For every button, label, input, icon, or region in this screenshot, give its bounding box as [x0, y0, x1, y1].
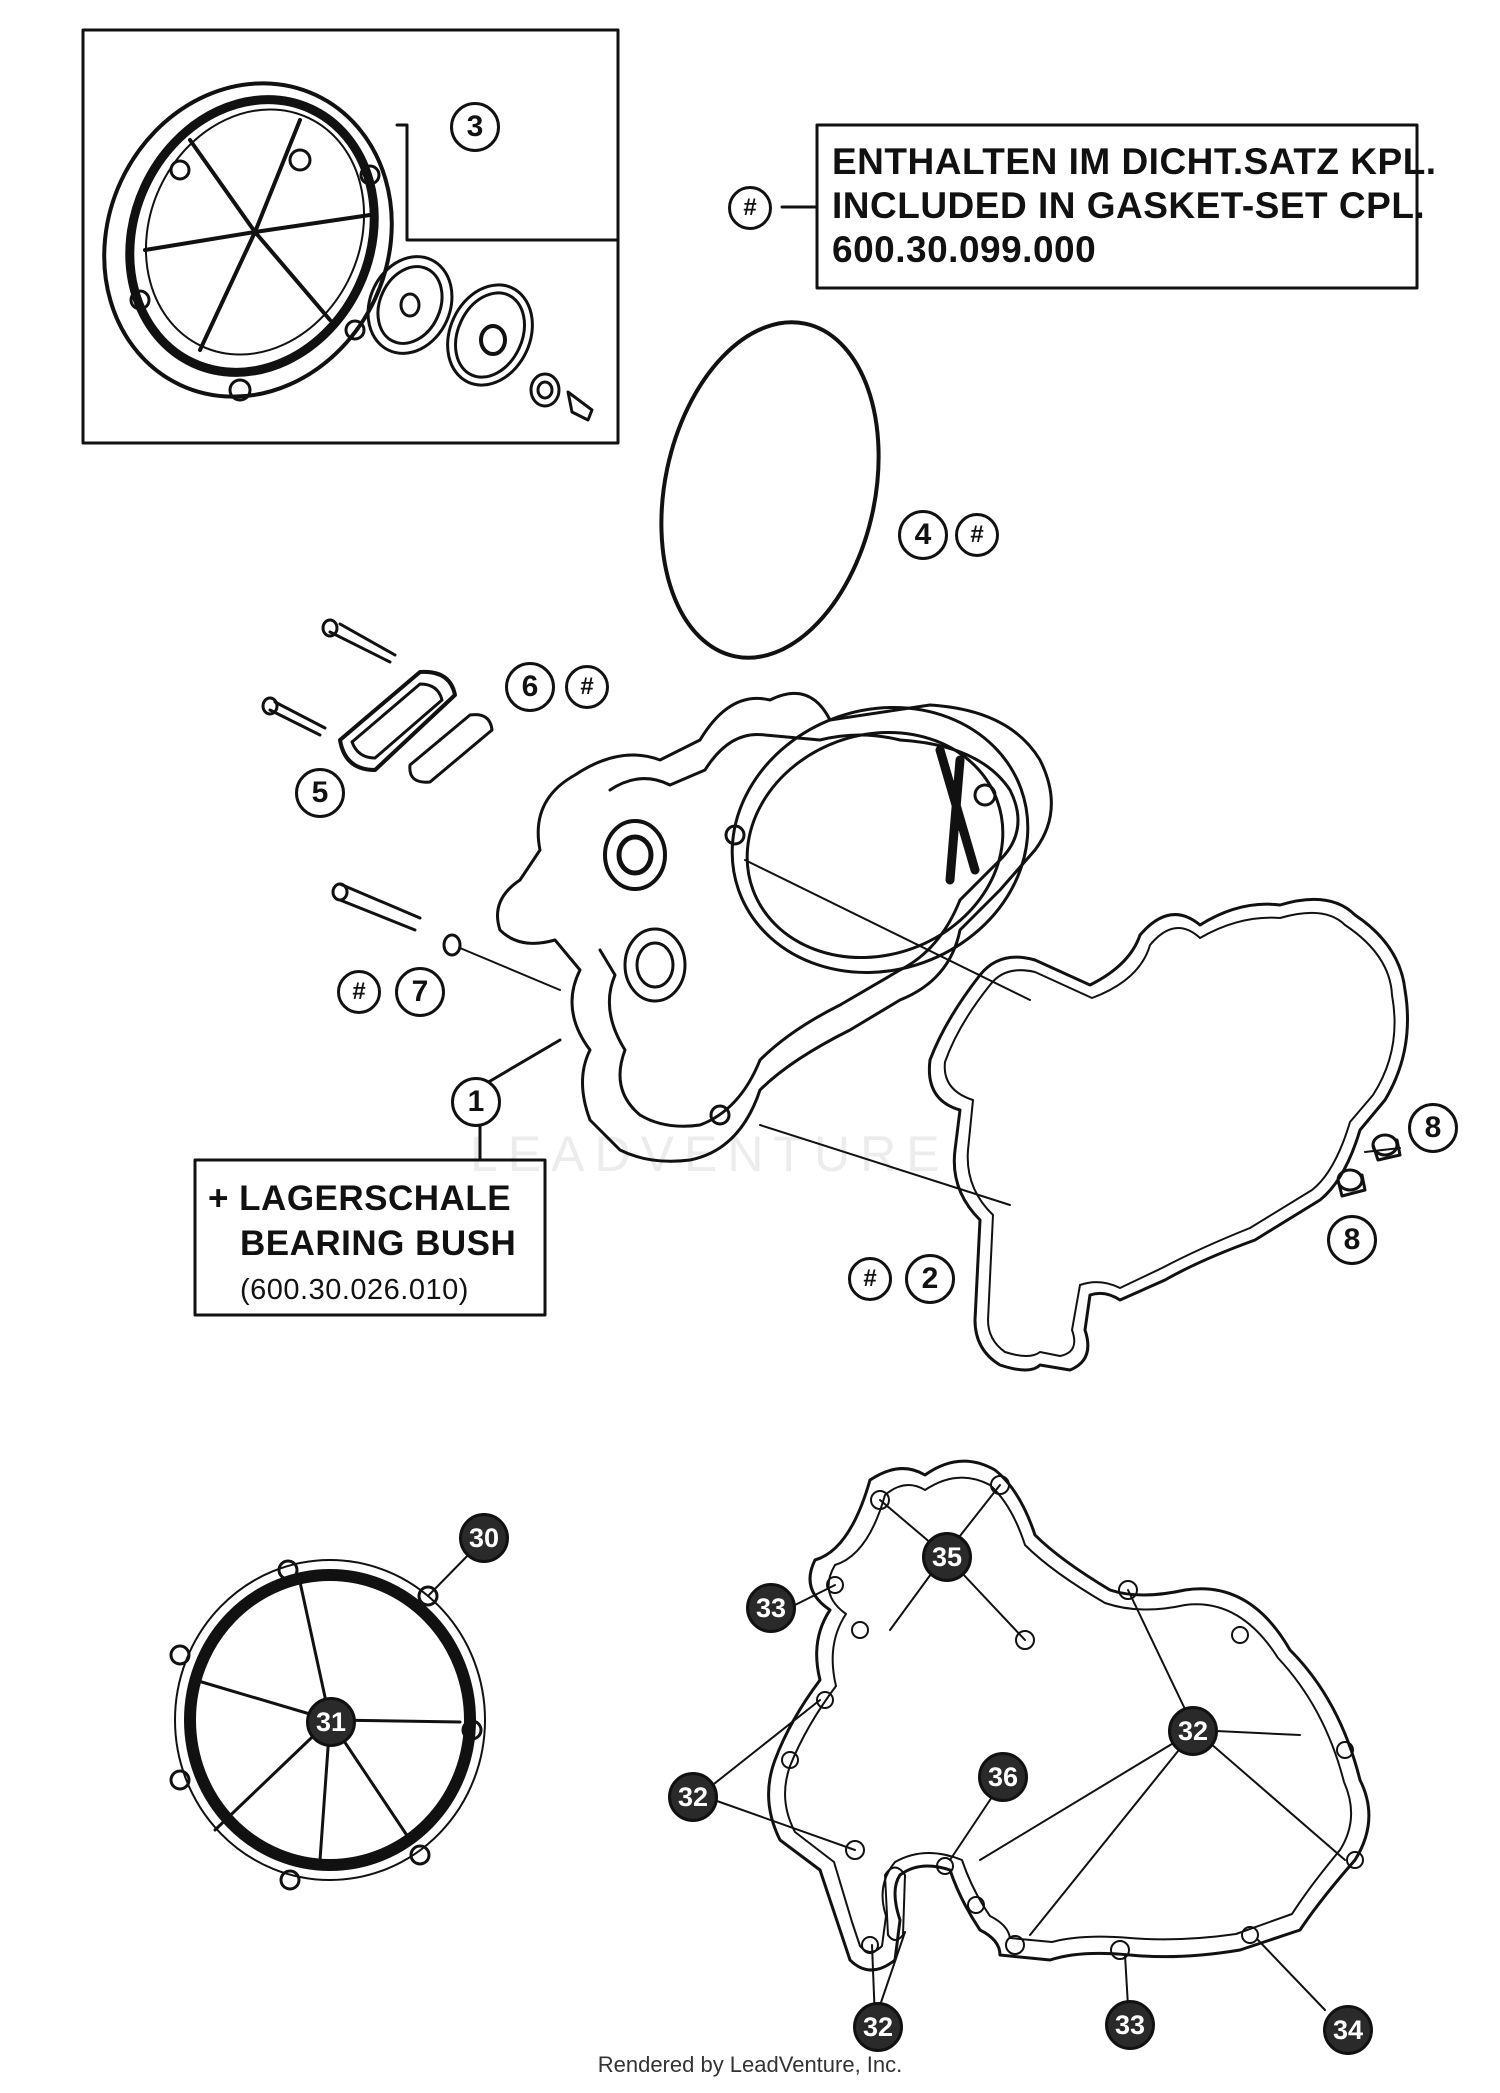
callout-32-left[interactable]: 32 [668, 1772, 718, 1822]
engine-gasket-inner [784, 1476, 1353, 1953]
callout-33-lower[interactable]: 33 [1105, 2000, 1155, 2050]
callout-34[interactable]: 34 [1323, 2005, 1373, 2055]
callout-35[interactable]: 35 [922, 1532, 972, 1582]
callout-6[interactable]: 6 [505, 662, 555, 712]
crankcase-cover-part [496, 691, 1053, 1206]
callout-32-bottom[interactable]: 32 [853, 2002, 903, 2052]
engine-gasket-part [767, 1459, 1371, 1972]
clutch-cover-part [102, 81, 394, 402]
watermark: LEADVENTURE [470, 1126, 950, 1182]
callout-1[interactable]: 1 [451, 1077, 501, 1127]
leader-1 [478, 1038, 562, 1089]
marker-6: # [565, 665, 609, 709]
bearing-line-de: + LAGERSCHALE [208, 1179, 512, 1218]
dowel-parts [1336, 1133, 1402, 1198]
cover-plate-part [261, 618, 494, 784]
callout-5[interactable]: 5 [295, 768, 345, 818]
render-credit: Rendered by LeadVenture, Inc. [597, 2052, 903, 2077]
callout-32-right[interactable]: 32 [1168, 1706, 1218, 1756]
washer-parts [366, 255, 594, 422]
crankcase-gasket-inner [943, 911, 1396, 1357]
callout-8-upper[interactable]: 8 [1408, 1103, 1458, 1153]
bearing-note-frame [193, 1158, 547, 1317]
engine-gasket-leaders [699, 1484, 1346, 2041]
callout-30[interactable]: 30 [459, 1513, 509, 1563]
assembly-3-leader [395, 123, 619, 242]
callout-36[interactable]: 36 [978, 1752, 1028, 1802]
marker-7: # [337, 970, 381, 1014]
o-ring-part [659, 320, 881, 660]
crankcase-gasket-part [927, 897, 1409, 1372]
marker-2: # [848, 1257, 892, 1301]
gasket-set-part-number: 600.30.099.000 [832, 229, 1097, 270]
callout-7[interactable]: 7 [395, 967, 445, 1017]
gasket-set-line-de: ENTHALTEN IM DICHT.SATZ KPL. [832, 141, 1437, 182]
engine-gasket-holes [781, 1475, 1364, 1960]
marker-4: # [955, 513, 999, 557]
callout-3[interactable]: 3 [450, 102, 500, 152]
assembly-3-frame [81, 28, 620, 445]
callout-2[interactable]: 2 [905, 1254, 955, 1304]
callout-31[interactable]: 31 [306, 1697, 356, 1747]
bearing-part-number: (600.30.026.010) [240, 1274, 469, 1306]
bearing-line-en: BEARING BUSH [240, 1224, 517, 1263]
callout-4[interactable]: 4 [898, 510, 948, 560]
long-bolt-part [331, 882, 561, 991]
gasket-set-line-en: INCLUDED IN GASKET-SET CPL. [832, 185, 1426, 226]
callout-33-upper[interactable]: 33 [746, 1583, 796, 1633]
callout-8-lower[interactable]: 8 [1327, 1215, 1377, 1265]
gasket-set-marker: # [728, 186, 772, 230]
